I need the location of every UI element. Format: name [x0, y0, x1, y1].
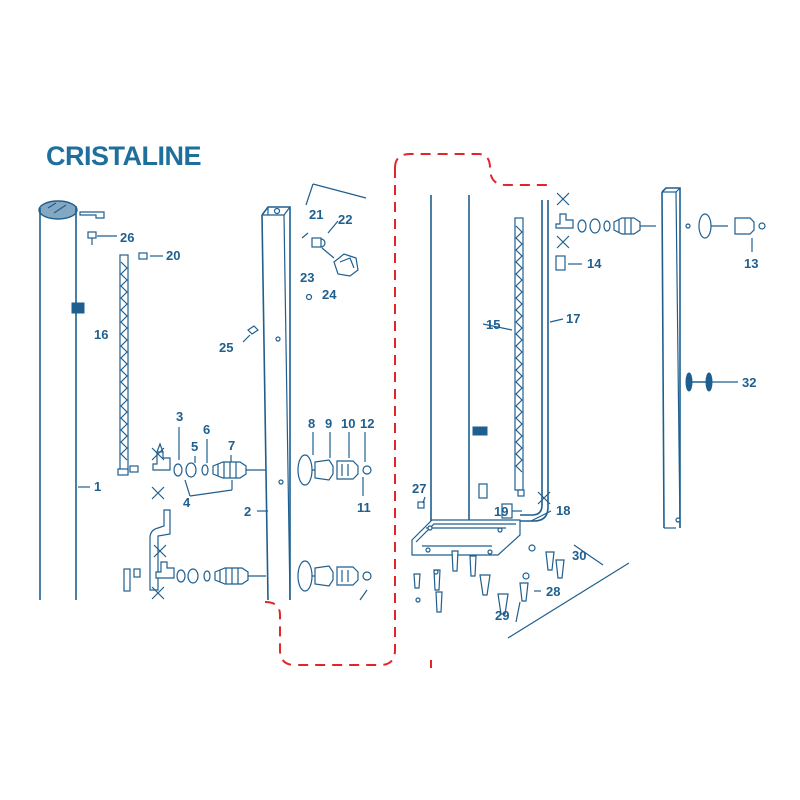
elbow-fitting: [501, 503, 522, 519]
label-28: 28: [546, 584, 560, 599]
label-5: 5: [191, 439, 198, 454]
label-20: 20: [166, 248, 180, 263]
small-plug: [242, 325, 259, 343]
label-1: 1: [94, 479, 101, 494]
handle-assembly-top: [301, 183, 367, 301]
plug-part: [138, 252, 163, 260]
label-3: 3: [176, 409, 183, 424]
round-column-section: [411, 195, 521, 556]
label-23: 23: [300, 270, 314, 285]
label-8: 8: [308, 416, 315, 431]
label-12: 12: [360, 416, 374, 431]
square-column: [257, 206, 291, 601]
label-14: 14: [587, 256, 602, 271]
round-column: [38, 200, 105, 600]
label-30: 30: [572, 548, 586, 563]
label-13: 13: [744, 256, 758, 271]
part-number-labels: 1 2 3 4 5 6 7 8 9 10 11 12 13 14 15 16 1…: [94, 207, 758, 623]
upper-valve-group: [151, 427, 266, 500]
label-32: 32: [742, 375, 756, 390]
label-15: 15: [486, 317, 500, 332]
square-column-right: [661, 187, 766, 529]
label-11: 11: [357, 500, 371, 515]
label-4: 4: [183, 495, 191, 510]
label-24: 24: [322, 287, 337, 302]
label-22: 22: [338, 212, 352, 227]
label-10: 10: [341, 416, 355, 431]
label-7: 7: [228, 438, 235, 453]
label-21: 21: [309, 207, 323, 222]
label-27: 27: [412, 481, 426, 496]
shower-pipe: [520, 200, 551, 522]
upper-right-valve: [555, 192, 656, 271]
led-strip-right: [514, 217, 525, 497]
diagram-title: CRISTALINE: [46, 141, 201, 171]
label-17: 17: [566, 311, 580, 326]
fixing-kit: [413, 544, 630, 639]
label-6: 6: [203, 422, 210, 437]
label-29: 29: [495, 608, 509, 623]
label-25: 25: [219, 340, 233, 355]
label-9: 9: [325, 416, 332, 431]
mixer-handle-lower: [297, 560, 372, 601]
lower-valve-group: [123, 509, 266, 600]
led-strip: [117, 254, 139, 476]
label-16: 16: [94, 327, 108, 342]
mixer-handle-upper: [297, 432, 372, 496]
leader-lines: [422, 263, 582, 623]
label-18: 18: [556, 503, 570, 518]
label-19: 19: [494, 504, 508, 519]
section-cut-line: [394, 153, 552, 186]
label-2: 2: [244, 504, 251, 519]
screw-part: [87, 231, 117, 245]
label-26: 26: [120, 230, 134, 245]
